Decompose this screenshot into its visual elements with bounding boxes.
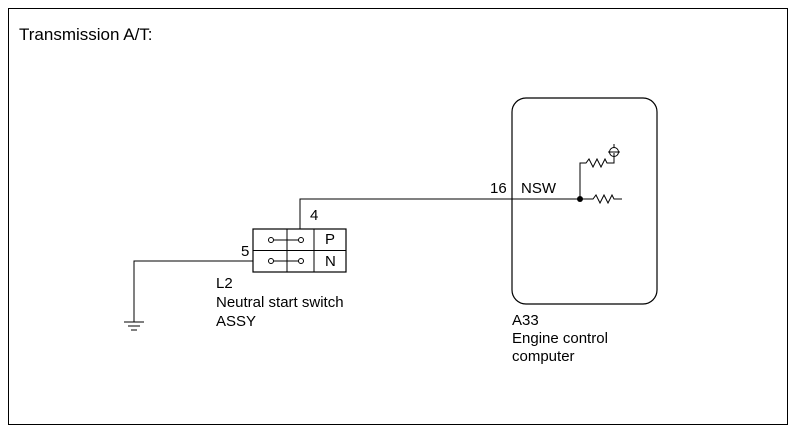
- ecu-box: [511, 97, 658, 305]
- ecu-name-line2: computer: [512, 348, 575, 365]
- contact-p-right-icon: [298, 237, 304, 243]
- switch-pin-top: 4: [310, 207, 319, 224]
- switch-position-n: N: [325, 253, 336, 270]
- ecu-id: A33: [512, 312, 539, 329]
- diagram-title: Transmission A/T:: [19, 25, 153, 44]
- contact-n-right-icon: [298, 258, 304, 264]
- switch-name-line1: Neutral start switch: [216, 294, 344, 311]
- resistor-lower: [580, 193, 622, 205]
- contact-n-left-icon: [268, 258, 274, 264]
- switch-id: L2: [216, 275, 233, 292]
- ecu-name-line1: Engine control: [512, 330, 608, 347]
- ecu-signal: NSW: [521, 180, 556, 197]
- ecu-pin: 16: [490, 180, 507, 197]
- switch-name-line2: ASSY: [216, 313, 257, 330]
- diagram-frame: [8, 8, 788, 425]
- resistor-upper: [579, 153, 615, 199]
- contact-p-left-icon: [268, 237, 274, 243]
- switch-pin-left: 5: [241, 243, 250, 260]
- switch-position-p: P: [325, 231, 336, 248]
- wire-nsw: [299, 198, 580, 229]
- wire-ground: [133, 260, 253, 322]
